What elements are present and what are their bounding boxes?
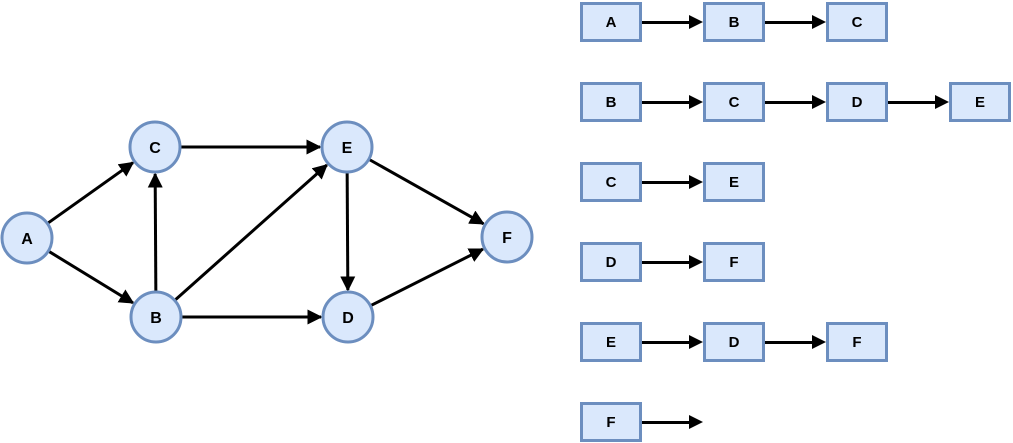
graph-node-label: C xyxy=(149,140,161,157)
list-arrow[interactable] xyxy=(888,94,949,110)
list-node-box-B-D[interactable]: D xyxy=(826,82,888,122)
graph-node-label: A xyxy=(21,231,33,248)
list-node-box-B[interactable]: B xyxy=(580,82,642,122)
list-node-box-E-D[interactable]: D xyxy=(703,322,765,362)
arrowhead-icon xyxy=(812,335,826,349)
graph-node-circle[interactable] xyxy=(480,210,534,264)
graph-node-F[interactable]: F xyxy=(480,210,534,264)
graph-node-label: E xyxy=(342,140,353,157)
list-node-box-A-B[interactable]: B xyxy=(703,2,765,42)
arrow-line xyxy=(642,20,689,24)
arrowhead-icon xyxy=(689,255,703,269)
graph-node-circle[interactable] xyxy=(321,290,375,344)
graph-node-circle[interactable] xyxy=(129,290,183,344)
arrowhead-icon xyxy=(812,95,826,109)
graph-node-D[interactable]: D xyxy=(321,290,375,344)
list-arrow[interactable] xyxy=(642,14,703,30)
list-node-box-C-E[interactable]: E xyxy=(703,162,765,202)
list-arrow[interactable] xyxy=(642,94,703,110)
graph-edge-E-F[interactable] xyxy=(368,158,485,226)
graph-edge-A-C[interactable] xyxy=(47,161,135,225)
arrowhead-icon xyxy=(689,415,703,429)
arrow-line xyxy=(765,100,812,104)
list-arrow[interactable] xyxy=(765,14,826,30)
list-arrow[interactable] xyxy=(765,334,826,350)
graph-edge-A-B[interactable] xyxy=(48,250,135,305)
graph-node-C[interactable]: C xyxy=(128,120,182,174)
graph-edge-B-C[interactable] xyxy=(147,172,163,292)
list-node-box-E-F[interactable]: F xyxy=(826,322,888,362)
graph-node-A[interactable]: A xyxy=(0,211,54,265)
list-node-box-B-E[interactable]: E xyxy=(949,82,1011,122)
arrowhead-icon xyxy=(689,95,703,109)
arrow-line xyxy=(765,340,812,344)
arrowhead-icon xyxy=(689,335,703,349)
graph-edge-B-E[interactable] xyxy=(174,163,328,301)
graph-node-circle[interactable] xyxy=(128,120,182,174)
graph-edge-E-D[interactable] xyxy=(340,172,356,292)
list-node-box-E[interactable]: E xyxy=(580,322,642,362)
arrow-line xyxy=(642,340,689,344)
arrow-line xyxy=(765,20,812,24)
list-arrow[interactable] xyxy=(642,254,703,270)
arrow-line xyxy=(888,100,935,104)
adjacency-row-A: A B C xyxy=(580,2,1011,42)
graph-node-B[interactable]: B xyxy=(129,290,183,344)
list-arrow[interactable] xyxy=(642,414,703,430)
arrowhead-icon xyxy=(935,95,949,109)
graph-node-label: F xyxy=(502,230,512,247)
list-arrow[interactable] xyxy=(642,334,703,350)
arrowhead-icon xyxy=(812,15,826,29)
list-node-box-F[interactable]: F xyxy=(580,402,642,442)
arrow-line xyxy=(642,180,689,184)
graph-node-label: D xyxy=(342,310,354,327)
graph-node-label: B xyxy=(150,310,162,327)
graph-edge-D-F[interactable] xyxy=(370,247,485,307)
list-arrow[interactable] xyxy=(642,174,703,190)
list-node-box-B-C[interactable]: C xyxy=(703,82,765,122)
graph-node-circle[interactable] xyxy=(0,211,54,265)
adjacency-row-B: B C D E xyxy=(580,82,1011,122)
graph-node-E[interactable]: E xyxy=(320,120,374,174)
list-node-box-D[interactable]: D xyxy=(580,242,642,282)
graph-canvas: A B C D E F xyxy=(0,120,534,344)
list-node-box-D-F[interactable]: F xyxy=(703,242,765,282)
arrow-line xyxy=(642,260,689,264)
list-node-box-A[interactable]: A xyxy=(580,2,642,42)
arrow-line xyxy=(642,100,689,104)
list-arrow[interactable] xyxy=(765,94,826,110)
list-node-box-C[interactable]: C xyxy=(580,162,642,202)
adjacency-row-F: F xyxy=(580,402,1011,442)
graph-node-circle[interactable] xyxy=(320,120,374,174)
arrowhead-icon xyxy=(689,175,703,189)
arrowhead-icon xyxy=(689,15,703,29)
list-node-box-A-C[interactable]: C xyxy=(826,2,888,42)
arrow-line xyxy=(642,420,689,424)
